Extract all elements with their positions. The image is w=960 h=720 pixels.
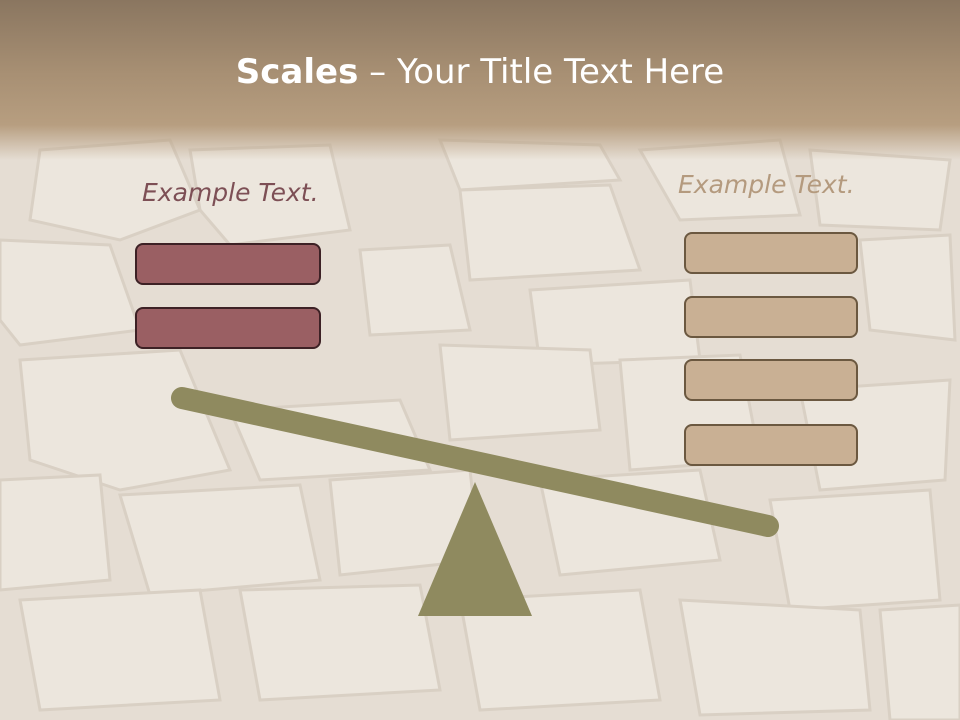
left-box-1: [135, 243, 321, 285]
left-example-text: Example Text.: [142, 178, 319, 207]
right-box-3: [684, 359, 858, 401]
title-rest: – Your Title Text Here: [358, 52, 725, 92]
scale-fulcrum: [418, 482, 532, 616]
right-box-2: [684, 296, 858, 338]
left-box-2: [135, 307, 321, 349]
right-example-text: Example Text.: [678, 170, 855, 199]
right-box-1: [684, 232, 858, 274]
right-box-4: [684, 424, 858, 466]
header-band: [0, 0, 960, 160]
scale-beam: [171, 387, 779, 537]
slide-title: Scales – Your Title Text Here: [0, 52, 960, 92]
title-bold: Scales: [235, 52, 359, 92]
